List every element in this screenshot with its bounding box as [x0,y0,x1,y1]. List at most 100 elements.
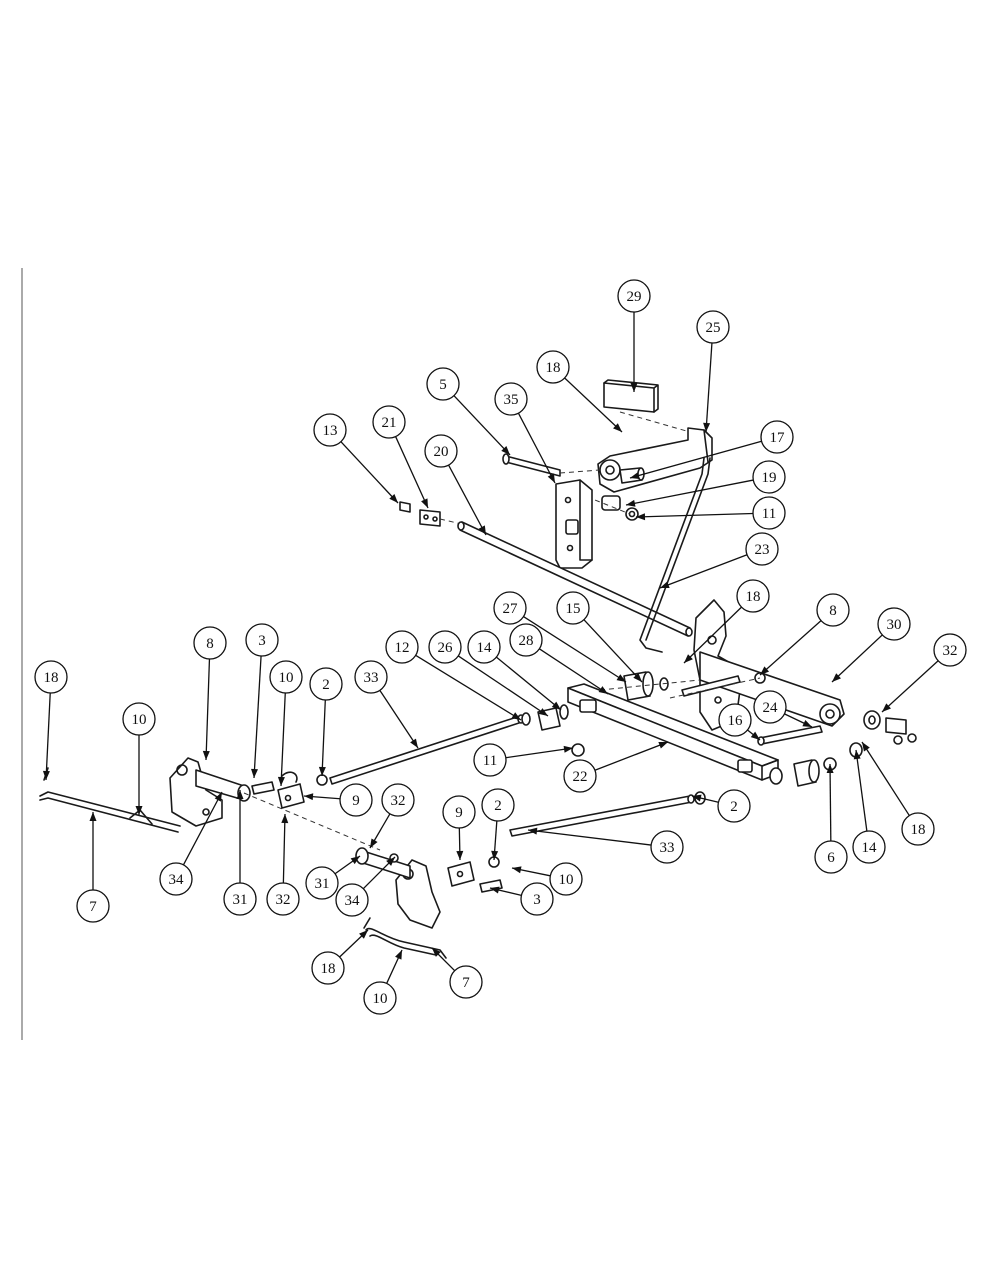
callout-18: 18 [311,929,369,985]
callout-balloon [473,743,507,777]
callout-balloon [933,633,967,667]
leader-arrowhead [456,850,464,860]
callout-33: 33 [354,660,419,749]
callout-balloon [718,703,752,737]
callout-balloon [428,630,462,664]
callout-balloon [269,660,303,694]
callout-6: 6 [814,763,848,874]
callout-number: 27 [503,601,519,617]
callout-number: 25 [706,320,721,336]
callout-number: 18 [911,822,926,838]
callout-balloon [481,788,515,822]
leader-arrowhead [882,703,892,712]
callout-9: 9 [303,783,373,817]
leader-arrowhead [853,750,861,760]
leader-line [527,829,652,846]
callout-balloon [76,889,110,923]
leader-line [282,813,286,884]
lower-right-spacer [769,742,863,787]
upper-rod-hardware [521,704,585,757]
callout-number: 11 [762,506,776,522]
callout-9: 9 [442,795,476,861]
callout-number: 29 [627,289,642,305]
leader-arrowhead [551,701,561,710]
callout-28: 28 [509,623,609,695]
callout-number: 14 [477,640,493,656]
callout-18: 18 [861,741,935,846]
callout-number: 31 [233,892,248,908]
leader-arrowhead [389,494,398,503]
callout-number: 8 [206,636,214,652]
callout-8: 8 [193,626,227,761]
leader-arrowhead [802,719,812,727]
callout-number: 2 [322,677,330,693]
callout-balloon [852,830,886,864]
lower-control-rod [363,917,447,959]
leader-arrowhead [370,838,378,848]
leader-arrowhead [89,812,97,821]
leader-line [205,658,211,761]
pivot-arm [699,651,845,727]
leader-line [517,412,556,484]
leader-arrowhead [251,768,259,778]
callout-34: 34 [335,856,396,917]
callout-balloon [901,812,935,846]
callout-balloon [339,783,373,817]
leader-line [861,741,910,816]
leader-arrowhead [613,423,622,432]
callout-12: 12 [385,630,522,721]
spacer-set [599,671,701,701]
callout-11: 11 [473,743,574,777]
leader-line [505,747,574,759]
leader-arrowhead [692,794,702,802]
leader-arrowhead [236,790,244,799]
callout-balloon [372,405,406,439]
leader-arrowhead [421,498,428,508]
callout-2: 2 [691,789,751,823]
callout-balloon [752,496,786,530]
callout-balloon [736,579,770,613]
callout-balloon [34,660,68,694]
leader-line [881,660,939,713]
leader-line [635,512,754,518]
callout-balloon [424,434,458,468]
callout-32: 32 [369,783,415,849]
leader-line [855,749,868,832]
callout-balloon [449,965,483,999]
leader-line [379,689,419,749]
callout-balloon [266,882,300,916]
callout-3: 3 [489,882,554,916]
callout-2: 2 [309,667,343,777]
callout-balloon [381,783,415,817]
callout-number: 8 [829,603,837,619]
callout-balloon [311,951,345,985]
callout-balloon [617,279,651,313]
callout-number: 3 [258,633,266,649]
leader-arrowhead [281,814,289,824]
callout-balloon [467,630,501,664]
callout-balloon [753,690,787,724]
callout-25: 25 [696,310,730,433]
callout-number: 9 [455,805,463,821]
callout-number: 13 [323,423,338,439]
leader-arrowhead [512,866,522,874]
center-bellcrank [355,847,441,929]
callout-30: 30 [831,607,911,683]
callout-number: 30 [887,617,902,633]
leader-arrowhead [501,446,510,455]
callout-14: 14 [467,630,562,711]
leader-line [831,634,883,683]
cross-shaft [457,521,693,637]
mount-plate [555,479,593,569]
leader-arrowhead [760,666,770,675]
callout-29: 29 [617,279,651,392]
callout-27: 27 [493,591,627,683]
callout-number: 33 [364,670,379,686]
callout-number: 32 [391,793,406,809]
leader-line [45,692,51,781]
leader-arrowhead [626,499,636,507]
leader-line [280,692,286,787]
leader-line [625,479,754,506]
leader-arrowhead [630,472,640,479]
callout-7: 7 [76,812,110,923]
